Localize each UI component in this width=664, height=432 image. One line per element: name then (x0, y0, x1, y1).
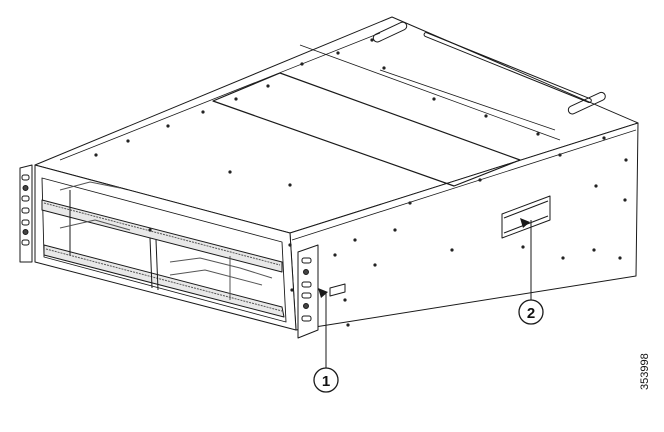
top-handle-slot-left (372, 21, 408, 43)
front-opening (41, 177, 287, 323)
right-rack-mount-bracket (297, 244, 319, 339)
left-rack-ear-holes (21, 174, 30, 246)
right-rack-ear-holes (301, 257, 312, 322)
side-rail-bracket (501, 195, 551, 239)
figure-id-label: 353998 (639, 353, 651, 390)
screw-holes (94, 38, 628, 327)
callout-2-label: 2 (527, 305, 535, 322)
top-handle-slot-right (567, 91, 606, 115)
top-slot-long (423, 32, 592, 104)
top-cover-plate (212, 72, 521, 187)
callout-1-label: 1 (322, 373, 330, 390)
chassis-front-face (34, 164, 297, 331)
upper-rail (41, 199, 283, 273)
lower-rail (43, 244, 285, 318)
callout-1: 1 (313, 288, 339, 393)
callout-2: 2 (518, 218, 544, 325)
